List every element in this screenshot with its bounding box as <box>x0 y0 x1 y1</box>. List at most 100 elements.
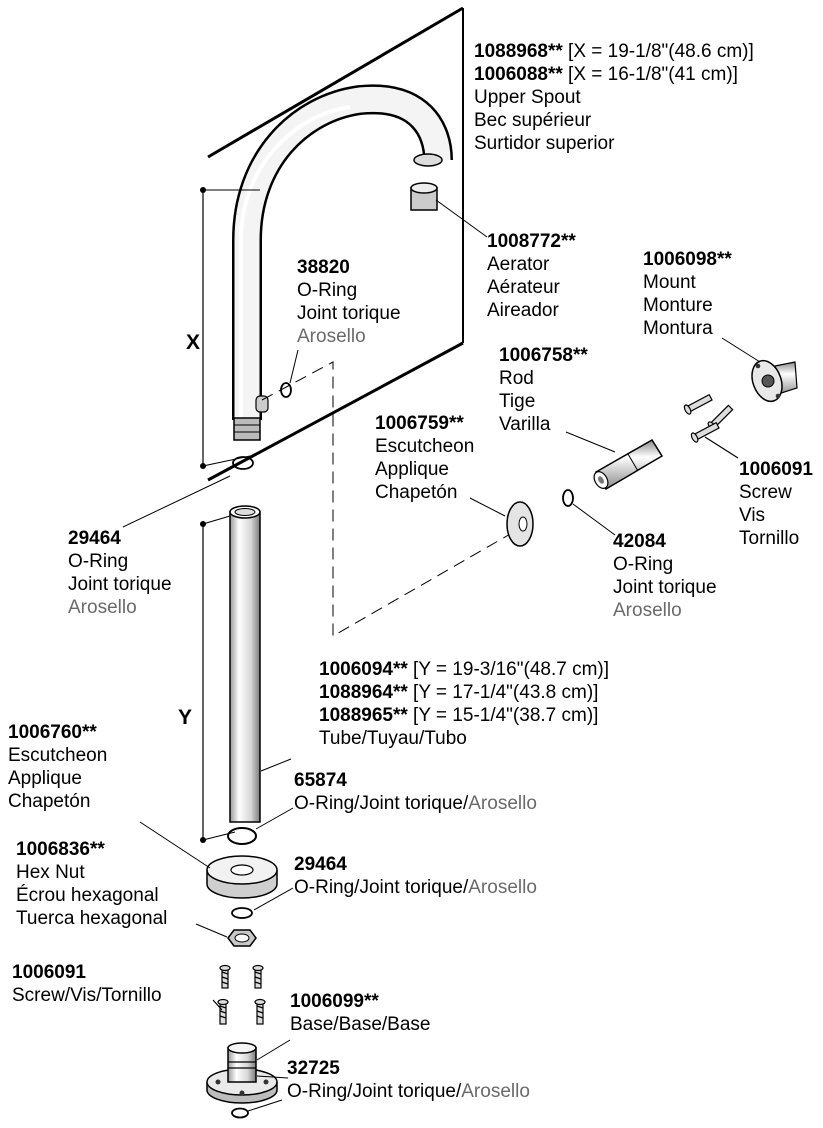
part-number: 1088965** <box>319 705 408 726</box>
part-number: 29464 <box>68 528 121 549</box>
name-fr: Applique <box>375 459 449 480</box>
oring-38820 <box>280 349 299 398</box>
part-number: 1006094** <box>319 659 408 680</box>
name-es: Arosello <box>461 1081 530 1102</box>
label-base: 1006099** Base/Base/Base <box>290 990 430 1036</box>
dimension-y-label: Y <box>178 706 193 729</box>
name: O-Ring/Joint torique/ <box>287 1081 462 1102</box>
oring-32725 <box>231 1099 283 1119</box>
label-screw-bottom: 1006091 Screw/Vis/Tornillo <box>12 961 162 1007</box>
name-fr: Applique <box>8 768 82 789</box>
name: O-Ring/Joint torique/ <box>294 877 469 898</box>
name-fr: Monture <box>643 295 713 316</box>
part-number: 42084 <box>613 531 666 552</box>
mount <box>721 337 798 403</box>
part-number: 1088968** <box>474 41 563 62</box>
label-oring-42084: 42084 O-Ring Joint torique Arosello <box>613 530 717 622</box>
label-oring-38820: 38820 O-Ring Joint torique Arosello <box>297 256 401 348</box>
spec: [Y = 17-1/4"(43.8 cm)] <box>413 682 599 703</box>
part-number: 1006091 <box>739 459 813 480</box>
name-es: Arosello <box>613 600 682 621</box>
name-en: Aerator <box>487 254 550 275</box>
part-number: 1006091 <box>12 962 86 983</box>
name-es: Arosello <box>297 326 366 347</box>
label-hex-nut: 1006836** Hex Nut Écrou hexagonal Tuerca… <box>16 838 167 930</box>
oring-42084 <box>562 489 616 536</box>
spec: [X = 16-1/8"(41 cm)] <box>568 64 738 85</box>
oring-29464-bottom <box>231 887 294 919</box>
name-fr: Écrou hexagonal <box>16 885 159 906</box>
label-oring-29464-bottom: 29464 O-Ring/Joint torique/Arosello <box>294 853 537 899</box>
name-es: Aireador <box>487 300 559 321</box>
name-en: Upper Spout <box>474 87 581 108</box>
name-fr: Bec supérieur <box>474 110 592 131</box>
part-number: 1008772** <box>487 231 576 252</box>
spec: [Y = 19-3/16"(48.7 cm)] <box>413 659 610 680</box>
name-es: Tornillo <box>739 528 800 549</box>
name-es: Arosello <box>468 793 537 814</box>
name-fr: Joint torique <box>297 303 401 324</box>
name-en: O-Ring <box>297 280 358 301</box>
screws-top <box>683 393 739 459</box>
name-fr: Tige <box>499 391 536 412</box>
counter-panel <box>207 6 464 482</box>
name-fr: Aérateur <box>487 277 560 298</box>
name: Tube/Tuyau/Tubo <box>319 728 467 749</box>
part-number: 29464 <box>294 854 347 875</box>
label-escutcheon-bottom: 1006760** Escutcheon Applique Chapetón <box>8 721 107 813</box>
escutcheon-bottom <box>139 821 278 899</box>
name-es: Arosello <box>468 877 537 898</box>
name-es: Surtidor superior <box>474 133 615 154</box>
escutcheon-top <box>469 497 534 547</box>
hex-nut <box>195 923 257 947</box>
name-en: O-Ring <box>68 551 129 572</box>
spec: [Y = 15-1/4"(38.7 cm)] <box>413 705 599 726</box>
center-lines <box>261 361 513 637</box>
label-escutcheon-top: 1006759** Escutcheon Applique Chapetón <box>375 412 474 504</box>
tube <box>229 505 292 823</box>
part-number: 1006099** <box>290 991 379 1012</box>
oring-29464-top <box>122 456 254 528</box>
part-number: 38820 <box>297 257 350 278</box>
name-fr: Joint torique <box>68 574 172 595</box>
part-number: 1006088** <box>474 64 563 85</box>
name: O-Ring/Joint torique/ <box>294 793 469 814</box>
name-es: Montura <box>643 318 713 339</box>
spec: [X = 19-1/8"(48.6 cm)] <box>568 41 754 62</box>
upper-spout <box>232 84 453 441</box>
name-es: Varilla <box>499 414 551 435</box>
part-number: 1006758** <box>499 345 588 366</box>
label-mount: 1006098** Mount Monture Montura <box>643 248 732 340</box>
name-es: Tuerca hexagonal <box>16 908 168 929</box>
name-en: Escutcheon <box>375 436 475 457</box>
name: Screw/Vis/Tornillo <box>12 985 162 1006</box>
name: Base/Base/Base <box>290 1014 431 1035</box>
label-tube: 1006094** [Y = 19-3/16"(48.7 cm)] 108896… <box>319 658 609 750</box>
name-en: Screw <box>739 482 792 503</box>
name-fr: Joint torique <box>613 577 717 598</box>
aerator <box>410 182 488 238</box>
part-number: 1006759** <box>375 413 464 434</box>
part-number: 32725 <box>287 1058 340 1079</box>
label-upper-spout: 1088968** [X = 19-1/8"(48.6 cm)] 1006088… <box>474 40 754 155</box>
name-fr: Vis <box>739 505 766 526</box>
screws-bottom <box>212 964 266 1025</box>
oring-65874 <box>227 807 294 845</box>
part-number: 65874 <box>294 770 347 791</box>
label-oring-29464-top: 29464 O-Ring Joint torique Arosello <box>68 527 172 619</box>
name-en: Mount <box>643 272 696 293</box>
name-es: Chapetón <box>375 482 458 503</box>
label-rod: 1006758** Rod Tige Varilla <box>499 344 588 436</box>
label-oring-32725: 32725 O-Ring/Joint torique/Arosello <box>287 1057 530 1103</box>
label-screw-top: 1006091 Screw Vis Tornillo <box>739 458 813 550</box>
name-en: Rod <box>499 368 534 389</box>
name-en: Hex Nut <box>16 862 85 883</box>
rod <box>565 431 664 491</box>
base <box>206 1039 291 1104</box>
name-en: O-Ring <box>613 554 674 575</box>
part-number: 1006760** <box>8 722 97 743</box>
name-en: Escutcheon <box>8 745 108 766</box>
part-number: 1006836** <box>16 839 105 860</box>
